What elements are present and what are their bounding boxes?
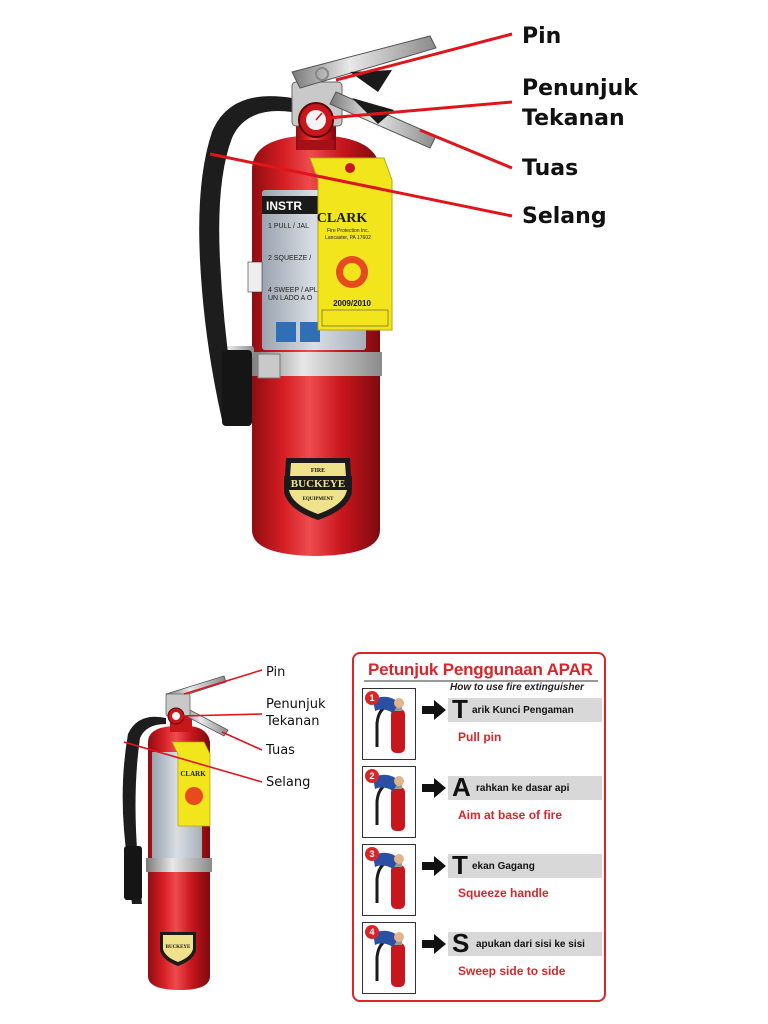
step-english-text: Aim at base of fire: [458, 808, 563, 822]
step-english-text: Squeeze handle: [458, 886, 549, 900]
lever: [329, 91, 437, 149]
small-label-pin: Pin: [266, 665, 286, 680]
step-indonesian-text: arik Kunci Pengaman: [472, 705, 574, 716]
callout-line-hose: [209, 152, 513, 218]
callout-line-pin: [335, 32, 513, 82]
callout-line-gauge: [327, 100, 513, 120]
label-pressure-gauge-line2: Tekanan: [522, 106, 625, 131]
step-illustration: 1: [362, 688, 416, 760]
valve-head: [291, 35, 437, 150]
hose: [199, 96, 292, 423]
title-underline: [364, 680, 598, 682]
guide-title: Petunjuk Penggunaan APAR: [368, 660, 593, 679]
callout-line-lever: [419, 128, 513, 170]
step-illustration: 2: [362, 766, 416, 838]
instruction-line-2: 2 SQUEEZE /: [268, 255, 311, 262]
hose-nozzle: [222, 350, 252, 426]
label-hose: Selang: [522, 204, 607, 229]
pin-ring: [315, 67, 329, 81]
tag-city: Lancaster, PA 17602: [325, 235, 371, 241]
instruction-line-3: 4 SWEEP / APL: [268, 287, 318, 294]
small-label-lever: Tuas: [266, 743, 295, 758]
step-bar: [448, 854, 602, 878]
tag-year: 2009/2010: [333, 299, 371, 308]
shield-bottom-text: EQUIPMENT: [303, 497, 335, 502]
callout-lines: [209, 32, 513, 218]
arrow-right-icon: [422, 700, 446, 720]
step-english-text: Pull pin: [458, 730, 502, 744]
small-label-gauge-line2: Tekanan: [266, 714, 320, 729]
small-fire-extinguisher-illustration: CLARK BUCKEYE: [122, 669, 263, 990]
usage-guide-panel: Petunjuk Penggunaan APAR How to use fire…: [352, 652, 606, 1002]
step-bar: [448, 932, 602, 956]
instruction-heading: INSTR: [266, 199, 302, 213]
step-indonesian-text: apukan dari sisi ke sisi: [476, 939, 585, 950]
shield-brand-text: BUCKEYE: [291, 478, 345, 490]
small-label-hose: Selang: [266, 775, 311, 790]
step-initial: T: [452, 850, 468, 880]
step-initial: A: [452, 772, 471, 802]
step-illustration: 4: [362, 922, 416, 994]
step-english-text: Sweep side to side: [458, 964, 566, 978]
inspection-tag: CLARK Fire Protection Inc. Lancaster, PA…: [309, 157, 393, 331]
small-shield-brand: BUCKEYE: [166, 945, 191, 950]
step-number: 3: [365, 847, 379, 861]
buckeye-shield-logo: FIRE BUCKEYE EQUIPMENT: [284, 458, 352, 520]
arrow-right-icon: [422, 934, 446, 954]
label-pressure-gauge-line1: Penunjuk: [522, 76, 638, 101]
arrow-right-icon: [422, 778, 446, 798]
step-number: 2: [365, 769, 379, 783]
label-lever: Tuas: [522, 156, 579, 181]
guide-subtitle: How to use fire extinguisher: [450, 682, 584, 693]
small-label-gauge-line1: Penunjuk: [266, 697, 326, 712]
tag-company: Fire Protection Inc.: [327, 228, 369, 234]
small-tag-brand: CLARK: [180, 770, 206, 778]
shield-top-text: FIRE: [311, 468, 325, 474]
step-number: 1: [365, 691, 379, 705]
step-initial: S: [452, 928, 470, 958]
step-indonesian-text: ekan Gagang: [472, 861, 535, 872]
step-initial: T: [452, 694, 468, 724]
tag-brand: CLARK: [317, 211, 368, 226]
arrow-right-icon: [422, 856, 446, 876]
step-number: 4: [365, 925, 379, 939]
fire-extinguisher-illustration: INSTR 1 PULL / JAL 2 SQUEEZE / 4 SWEEP /…: [199, 32, 513, 556]
step-illustration: 3: [362, 844, 416, 916]
step-bar: [448, 776, 602, 800]
label-pin: Pin: [522, 24, 562, 49]
instruction-line-4: UN LADO A O: [268, 295, 313, 302]
step-bar: [448, 698, 602, 722]
step-indonesian-text: rahkan ke dasar api: [476, 783, 570, 794]
instruction-line-1: 1 PULL / JAL: [268, 223, 309, 230]
